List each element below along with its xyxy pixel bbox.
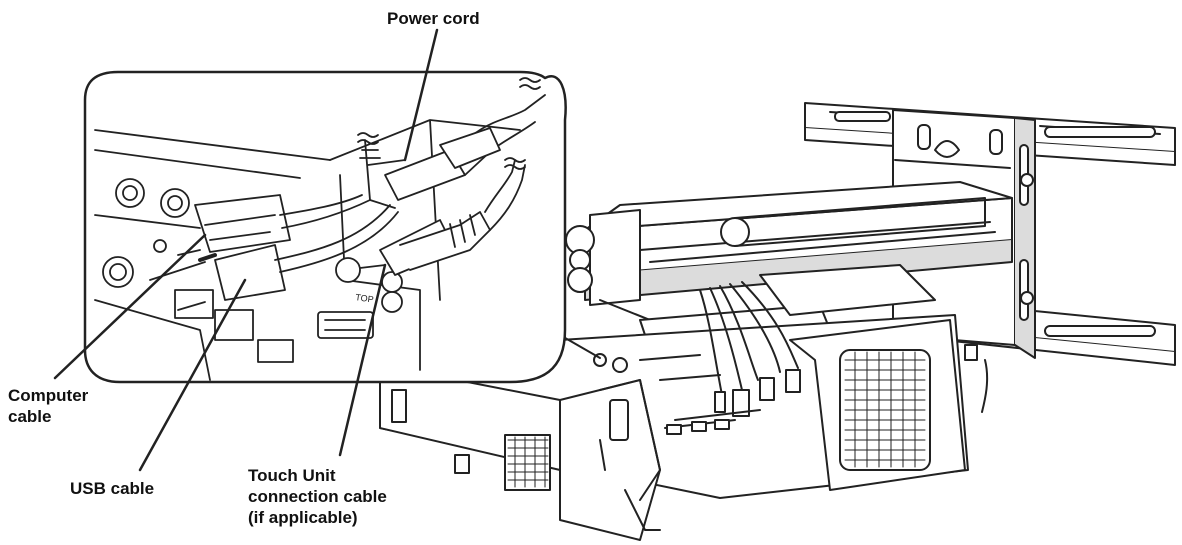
inset-port-mark: TOP [355,292,375,304]
label-touch-unit-line1: Touch Unit [248,466,336,485]
callout-lines [53,28,439,472]
label-computer-cable-line2: cable [8,407,52,426]
computer-cable-leader [53,233,207,380]
usb-cable-leader [138,278,247,472]
label-power-cord: Power cord [387,9,480,28]
label-touch-unit-cable: Touch Unit connection cable (if applicab… [248,465,387,528]
touch-unit-leader [338,263,387,457]
label-usb-cable: USB cable [70,479,155,498]
label-computer-cable-line1: Computer [8,386,89,405]
label-computer-cable: Computer cable [8,385,88,427]
connected-cables [593,281,801,435]
magnified-inset: TOP [83,70,601,384]
label-touch-unit-line3: (if applicable) [248,508,358,527]
power-cord-leader [403,28,439,162]
label-touch-unit-line2: connection cable [248,487,387,506]
